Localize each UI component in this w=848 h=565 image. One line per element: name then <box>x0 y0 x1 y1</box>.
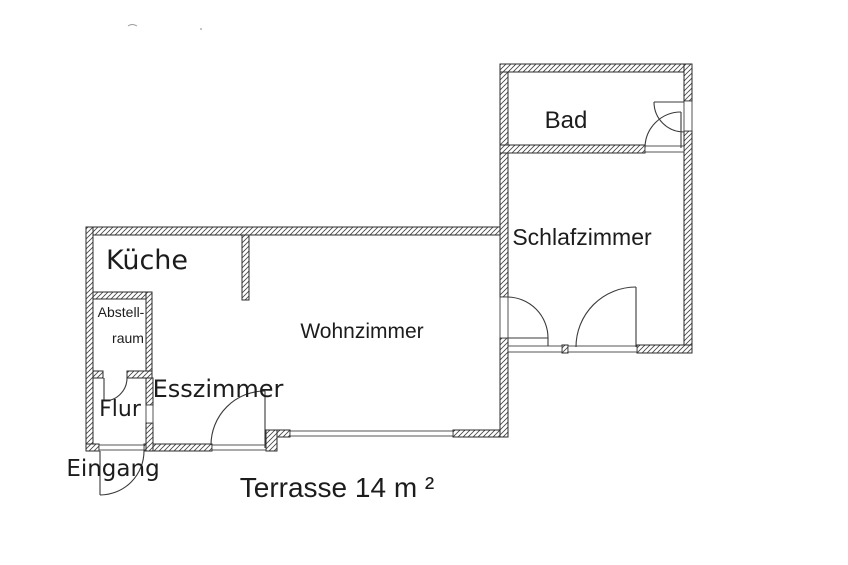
esszimmer-terrace-door-swing-arc <box>210 390 266 446</box>
schlafzimmer-west-door-swing-arc <box>506 296 549 339</box>
annotation-terrasse: Terrasse 14 m ² <box>240 472 435 503</box>
window-opening-bad-east <box>683 100 693 132</box>
wall-bad-north <box>499 63 693 73</box>
scan-artifact <box>127 24 138 27</box>
room-label-abstellraum-line2: raum <box>112 330 144 346</box>
wall-bad-south <box>499 144 646 154</box>
room-label-wohnzimmer: Wohnzimmer <box>300 320 423 343</box>
room-label-schlafzimmer: Schlafzimmer <box>512 224 652 250</box>
wall-south-esszimmer <box>143 443 213 452</box>
openings <box>98 100 693 451</box>
wall-abstellraum-east <box>145 291 153 379</box>
room-label-flur: Flur <box>99 397 142 422</box>
window-wohnzimmer-south <box>289 430 454 437</box>
door-opening-schlafzimmer-west <box>499 296 509 339</box>
wall-abstellraum-south-left <box>92 370 104 379</box>
wall-left-outer <box>85 226 94 452</box>
wall-south-step-solid <box>276 429 291 438</box>
eingang-door-swing-arc <box>99 450 145 496</box>
doors <box>99 101 685 496</box>
room-label-bad: Bad <box>545 107 588 134</box>
door-opening-schlafzimmer-south <box>567 345 638 353</box>
passage-flur-esszimmer <box>145 404 154 424</box>
wall-schlafzimmer-south-right <box>636 344 693 354</box>
wall-abstellraum-north <box>92 291 153 300</box>
window-schlafzimmer-south <box>507 345 563 353</box>
door-opening-terrasse <box>211 444 267 451</box>
annotation-eingang: Eingang <box>66 456 159 482</box>
wall-schlafzimmer-south-pier <box>561 344 569 354</box>
bad-window-swing-arc <box>653 101 685 133</box>
wall-schlafzimmer-west-upper <box>499 63 509 298</box>
door-opening-eingang <box>98 444 145 451</box>
wall-schlafzimmer-west-lower <box>499 337 509 438</box>
schlafzimmer-terrace-door-swing-arc <box>575 286 637 348</box>
room-label-abstellraum-line1: Abstell- <box>98 304 145 320</box>
door-opening-bad <box>644 145 685 153</box>
scan-artifact <box>200 28 202 30</box>
wall-abstellraum-south-right <box>126 370 153 379</box>
room-labels: Bad Schlafzimmer Küche Abstell- raum Woh… <box>66 107 652 503</box>
wall-kueche-stub <box>241 234 250 301</box>
room-label-kueche: Küche <box>106 245 188 276</box>
wall-north-main <box>85 226 501 236</box>
wall-step-corner <box>265 429 278 452</box>
bad-door-swing-arc <box>644 111 682 149</box>
room-label-esszimmer: Esszimmer <box>153 375 284 403</box>
wall-flur-east-lower <box>145 422 154 452</box>
wall-right-outer-lower <box>683 130 693 354</box>
wall-right-outer-upper <box>683 63 693 102</box>
abstellraum-door-swing-arc <box>103 377 128 402</box>
wall-south-flur-left <box>85 443 100 452</box>
walls <box>85 63 693 452</box>
